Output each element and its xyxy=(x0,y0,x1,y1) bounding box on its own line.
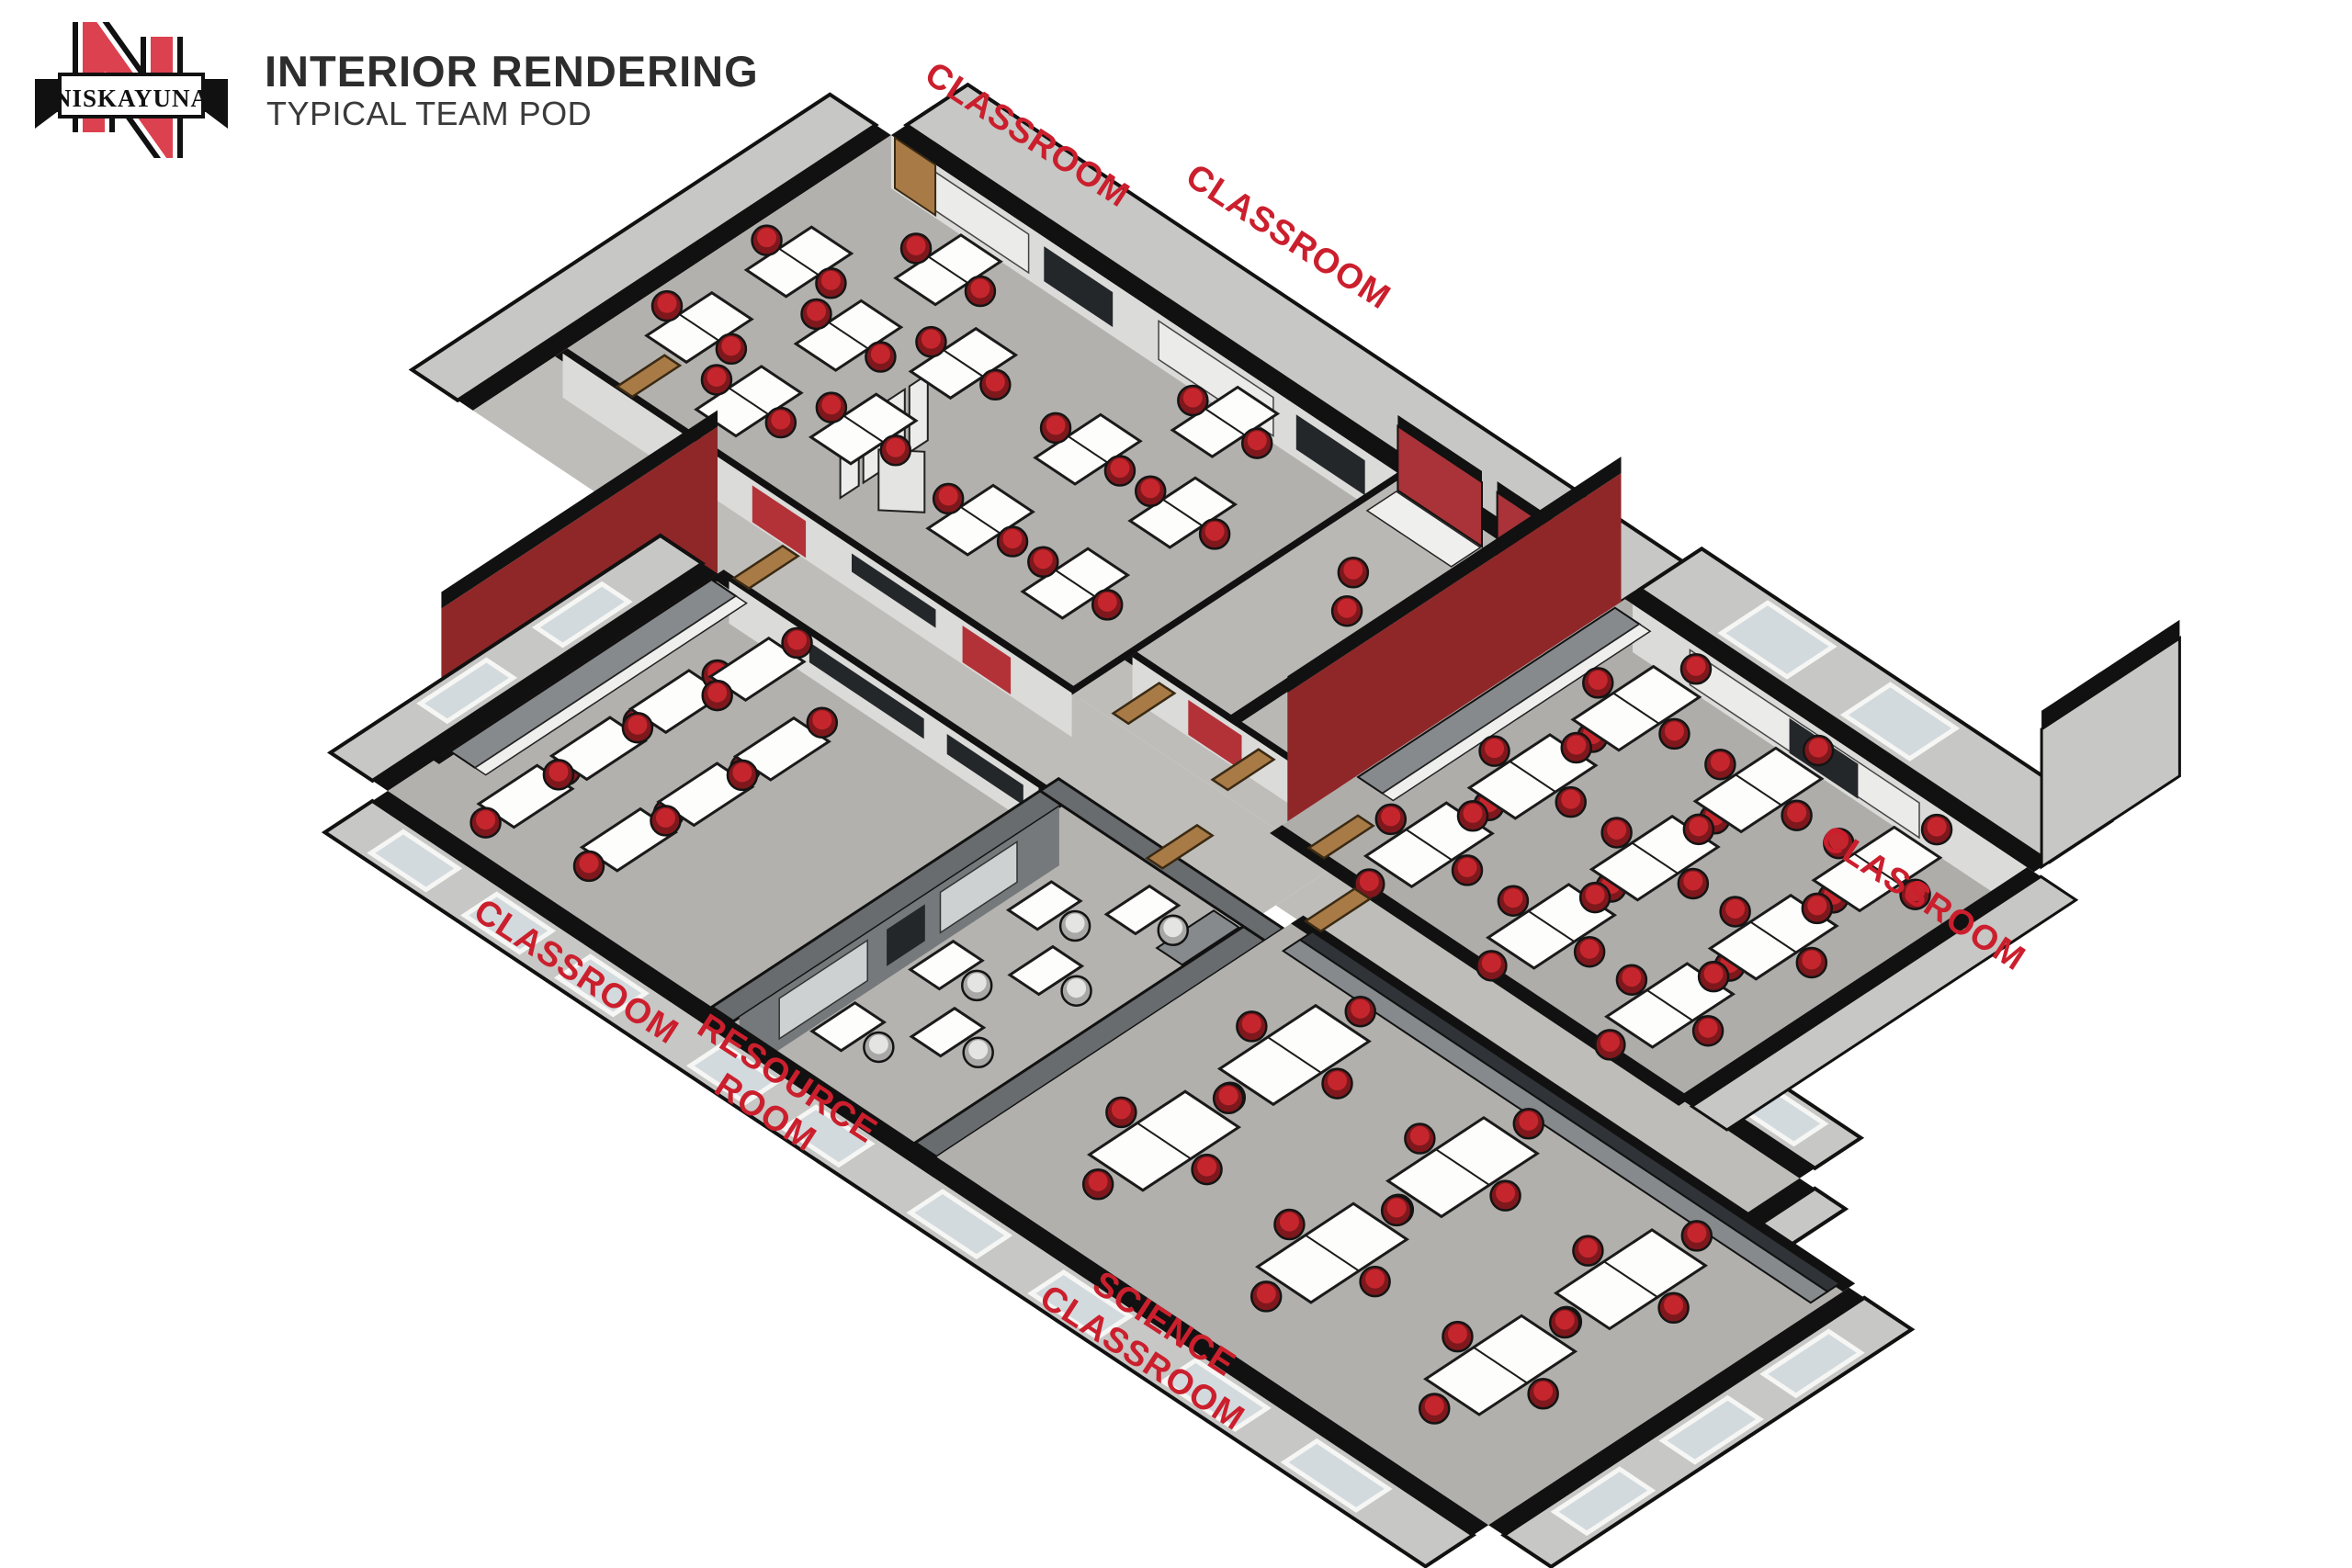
east-classroom xyxy=(1270,457,2181,1132)
front-facades xyxy=(321,533,1916,1568)
niskayuna-logo: NISKAYUNA xyxy=(35,22,228,158)
science-classroom xyxy=(936,887,1856,1526)
logo-ribbon-tail-right xyxy=(206,112,228,129)
page-subtitle: TYPICAL TEAM POD xyxy=(266,95,593,132)
logo-ribbon-tail-left xyxy=(35,112,57,129)
logo-banner-text: NISKAYUNA xyxy=(53,85,209,112)
north-classrooms xyxy=(560,135,1409,698)
page-title: INTERIOR RENDERING xyxy=(265,47,759,96)
logo-banner-box xyxy=(58,73,205,118)
